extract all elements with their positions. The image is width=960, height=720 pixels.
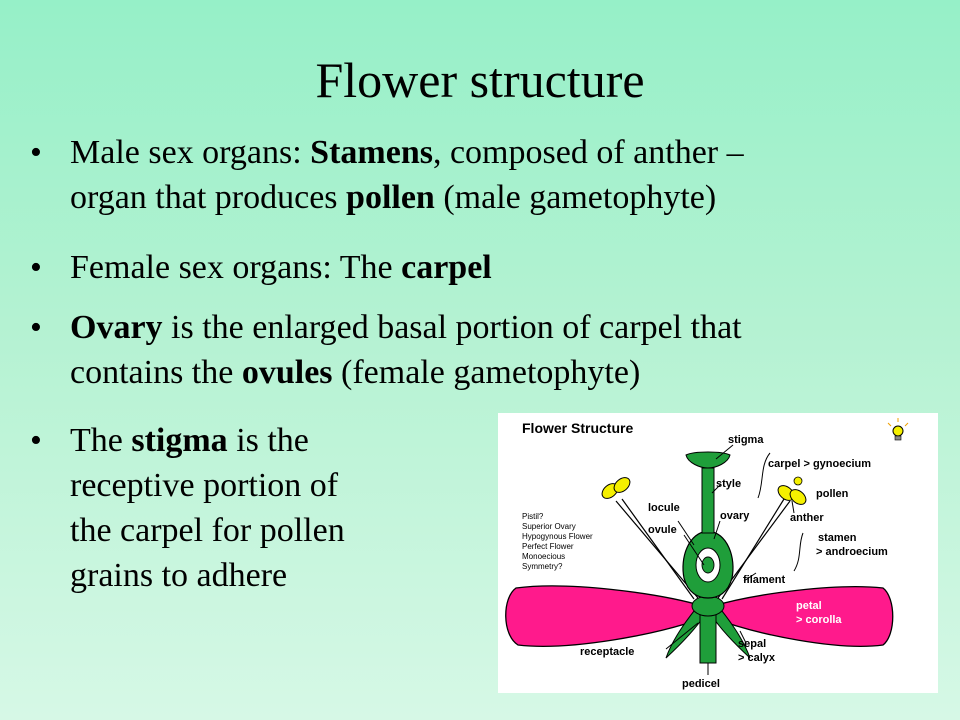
bullet-text: Ovary is the enlarged basal portion of c… (70, 305, 742, 395)
label-calyx: > calyx (738, 652, 776, 664)
anther-left (601, 477, 631, 499)
term-ovary: Ovary (70, 309, 163, 346)
label-pollen: pollen (816, 488, 849, 500)
label-anther: anther (790, 512, 824, 524)
sepal-right (709, 599, 751, 659)
text-run: , composed of anther – (432, 134, 744, 171)
text-run: grains to adhere (70, 557, 288, 594)
text-run: receptive portion of (70, 467, 339, 504)
sepal-left (665, 599, 707, 659)
bullet-marker: • (30, 249, 42, 286)
term-ovules: ovules (241, 354, 333, 391)
text-run: Male sex organs: (70, 134, 311, 171)
label-locule: locule (648, 502, 680, 514)
ovule (701, 556, 715, 574)
bullet-text: Male sex organs: Stamens, composed of an… (70, 130, 744, 220)
slide-title: Flower structure (315, 52, 645, 108)
diagram-title: Flower Structure (522, 420, 633, 436)
bullet-text: The stigma is the receptive portion of t… (70, 418, 345, 598)
pointer-lines (665, 444, 804, 675)
text-run: (male gametophyte) (434, 179, 717, 216)
label-stigma: stigma (728, 434, 764, 446)
label-style: style (716, 478, 741, 490)
label-petal: petal (796, 600, 822, 612)
bullet-marker: • (30, 134, 42, 171)
note-symmetry: Symmetry? (522, 562, 563, 571)
bullet-text: Female sex organs: The carpel (70, 245, 492, 290)
petal-right (712, 586, 894, 647)
note-pistil: Pistil? (522, 512, 544, 521)
term-pollen: pollen (346, 179, 435, 216)
stigma (685, 451, 731, 469)
text-run: is the enlarged basal portion of carpel … (162, 309, 742, 346)
term-carpel: carpel (401, 249, 492, 286)
petal-left (505, 585, 704, 647)
term-stigma: stigma (131, 422, 228, 459)
term-stamens: Stamens (310, 134, 433, 171)
diagram-notes: Pistil? Superior Ovary Hypogynous Flower… (522, 512, 593, 571)
text-run: the carpel for pollen (70, 512, 345, 549)
note-perfect-flower: Perfect Flower (522, 542, 574, 551)
text-run: organ that produces (70, 179, 347, 216)
text-run: (female gametophyte) (332, 354, 641, 391)
label-filament: filament (743, 574, 786, 586)
label-pedicel: pedicel (682, 678, 720, 690)
text-run: contains the (70, 354, 242, 391)
label-receptacle: receptacle (580, 646, 634, 658)
text-run: The (70, 422, 132, 459)
lightbulb-icon (887, 418, 909, 441)
note-monoecious: Monoecious (522, 552, 565, 561)
text-run: Female sex organs: The (70, 249, 402, 286)
receptacle (691, 595, 725, 617)
pedicel (699, 612, 717, 664)
note-hypogynous: Hypogynous Flower (522, 532, 593, 541)
pollen-grain (793, 476, 803, 486)
note-superior-ovary: Superior Ovary (522, 522, 576, 531)
style (701, 467, 715, 534)
bullet-marker: • (30, 309, 42, 346)
label-ovule: ovule (648, 524, 677, 536)
text-run: is the (227, 422, 309, 459)
label-sepal: sepal (738, 638, 766, 650)
flower-structure-diagram: Flower Structure Pistil? Superior Ovary … (498, 413, 938, 693)
label-ovary: ovary (720, 510, 750, 522)
label-carpel: carpel > gynoecium (768, 458, 871, 470)
label-stamen: stamen (818, 532, 857, 544)
label-androecium: > androecium (816, 546, 888, 558)
bullet-marker: • (30, 422, 42, 459)
label-corolla: > corolla (796, 614, 842, 626)
anther-right (777, 485, 807, 505)
flower-diagram-svg: Flower Structure Pistil? Superior Ovary … (505, 418, 909, 690)
